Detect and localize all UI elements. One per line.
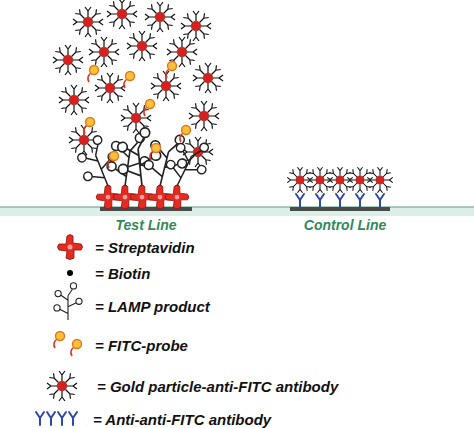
gold-particle <box>73 7 103 37</box>
membrane <box>0 207 474 216</box>
fitc-probe <box>180 126 191 143</box>
fitc-probe <box>150 144 161 161</box>
anti-anti-fitc-antibody-sample <box>69 412 77 425</box>
lamp-product-sample <box>54 283 82 320</box>
gold-particle <box>327 167 353 193</box>
legend-entry: = Gold particle-anti-FITC antibody <box>97 378 338 395</box>
gold-particle <box>107 0 137 29</box>
lamp-product <box>140 129 193 191</box>
anti-anti-fitc-antibody-sample <box>36 412 44 425</box>
streptavidin-sample <box>58 235 83 260</box>
anti-anti-fitc-antibody <box>336 194 344 207</box>
lamp-cluster <box>71 127 216 195</box>
legend-entry: = Biotin <box>95 265 150 282</box>
lamp-product <box>160 132 217 194</box>
legend-samples <box>36 235 83 426</box>
gold-particle <box>307 167 333 193</box>
anti-anti-fitc-antibody-sample <box>58 412 66 425</box>
streptavidin <box>165 185 189 209</box>
gold-particle <box>145 2 175 32</box>
fitc-probe <box>88 66 99 83</box>
strip-label: Test Line <box>116 217 177 233</box>
anti-anti-fitc-antibody <box>296 194 304 207</box>
gold-particle <box>95 73 125 103</box>
gold-particle <box>53 45 83 75</box>
gold-particle <box>347 167 373 193</box>
lamp-product <box>105 130 153 189</box>
legend-entry: = Streptavidin <box>95 239 195 256</box>
strip-label: Control Line <box>304 217 386 233</box>
fitc-probe-sample <box>71 340 82 357</box>
membrane-edge <box>0 206 474 207</box>
fitc-probe <box>166 62 177 79</box>
gold-particle <box>127 31 157 61</box>
fitc-probe <box>84 118 95 135</box>
gold-particle-sample <box>47 371 77 401</box>
fitc-cluster <box>84 62 191 169</box>
legend-entry: = Anti-anti-FITC antibody <box>93 411 271 428</box>
gold-particle <box>59 85 89 115</box>
biotin-sample <box>67 270 73 276</box>
legend-entry: = FITC-probe <box>95 337 188 354</box>
anti-anti-fitc-antibody <box>356 194 364 207</box>
gold-particle <box>287 167 313 193</box>
gold-particle <box>181 11 211 41</box>
anti-anti-fitc-antibody-sample <box>47 412 55 425</box>
anti-anti-fitc-antibody <box>316 194 324 207</box>
lamp-product <box>114 127 163 189</box>
gold-particle <box>189 101 219 131</box>
gold-particle <box>367 167 393 193</box>
gold-particle <box>89 37 119 67</box>
fitc-probe <box>108 152 119 169</box>
legend-entry: = LAMP product <box>95 298 210 315</box>
test-line-capture <box>96 185 189 209</box>
anti-anti-fitc-antibody <box>376 194 384 207</box>
fitc-probe <box>124 72 135 89</box>
gold-particle <box>193 63 223 93</box>
fitc-probe-sample <box>54 332 65 349</box>
fitc-probe <box>144 100 155 117</box>
control-line-capture <box>287 167 393 207</box>
